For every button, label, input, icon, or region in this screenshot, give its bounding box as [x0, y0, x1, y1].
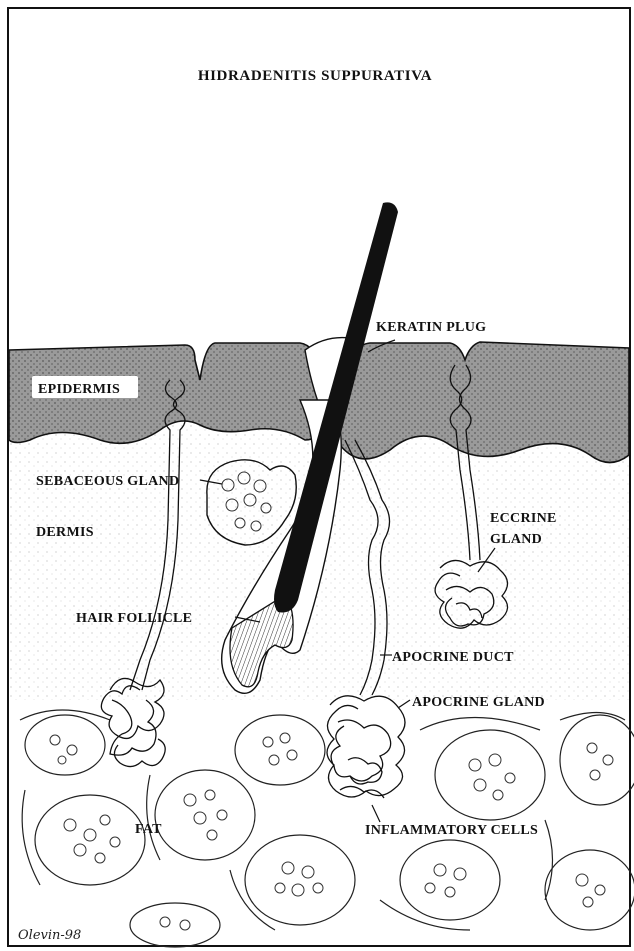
label-inflammatory-cells: INFLAMMATORY CELLS	[365, 823, 538, 838]
label-apocrine-gland: APOCRINE GLAND	[412, 695, 545, 710]
page-title: HIDRADENITIS SUPPURATIVA	[198, 68, 432, 84]
label-keratin-plug: KERATIN PLUG	[376, 320, 486, 335]
label-fat: FAT	[135, 822, 162, 837]
label-dermis: DERMIS	[36, 525, 94, 540]
fat-layer	[9, 700, 634, 947]
label-apocrine-duct: APOCRINE DUCT	[392, 650, 514, 665]
label-epidermis: EPIDERMIS	[38, 382, 120, 397]
label-eccrine-line2: GLAND	[490, 532, 542, 547]
label-sebaceous-gland: SEBACEOUS GLAND	[36, 474, 179, 489]
label-hair-follicle: HAIR FOLLICLE	[76, 611, 192, 626]
artist-signature: Olevin-98	[18, 928, 81, 943]
label-eccrine-line1: ECCRINE	[490, 511, 557, 526]
